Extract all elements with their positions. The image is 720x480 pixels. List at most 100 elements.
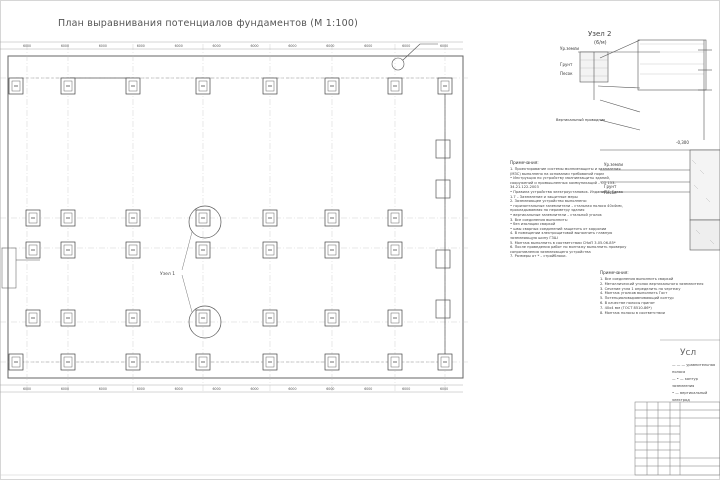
- foundation-pad: [60, 241, 76, 259]
- foundation-pad: [324, 77, 340, 95]
- dimension-text: 6000: [61, 387, 69, 391]
- foundation-pad: [262, 241, 278, 259]
- note2-item: 7. 40х4 мм (ГОСТ 8510-86*): [600, 305, 652, 310]
- dimension-text: 6000: [137, 44, 145, 48]
- note-item: • Инструкция по устройству молниезащиты …: [510, 176, 616, 190]
- top-dimension-chain: [0, 41, 463, 50]
- dimension-text: 6000: [364, 44, 372, 48]
- foundation-pad: [60, 353, 76, 371]
- dimension-text: 6000: [23, 44, 31, 48]
- note-item: • вертикальные заземлители – стальной уг…: [510, 212, 602, 217]
- sand-label-2: Песок: [604, 190, 617, 195]
- foundation-pad: [324, 241, 340, 259]
- note-item: 5. Монтаж выполнить в соответствии СНиП …: [510, 240, 616, 245]
- foundation-pad: [125, 77, 141, 95]
- elevation-label: -0,300: [676, 140, 689, 145]
- note2-item: 4. Монтаж уголков выполнить Гост: [600, 291, 668, 296]
- foundation-pad: [195, 241, 211, 259]
- foundation-pad: [387, 77, 403, 95]
- foundation-pad: [324, 209, 340, 227]
- left-tag: [1, 247, 40, 289]
- ground-label-2: Грунт: [604, 184, 617, 189]
- node2-detail: [578, 39, 712, 140]
- dimension-text: 6000: [402, 44, 410, 48]
- note-item: • Правила устройства электроустановок. И…: [510, 189, 623, 199]
- foundation-pad: [25, 309, 41, 327]
- dimension-text: 6000: [99, 44, 107, 48]
- note-item: • горизонтальные заземлители – стальная …: [510, 203, 623, 213]
- ground-label: Грунт: [560, 62, 573, 67]
- foundation-pad: [125, 353, 141, 371]
- dimension-text: 6000: [288, 44, 296, 48]
- dimension-text: 6000: [250, 387, 258, 391]
- foundation-pad: [195, 77, 211, 95]
- foundation-pad: [437, 353, 453, 371]
- foundation-pad: [25, 209, 41, 227]
- dimension-text: 6000: [250, 44, 258, 48]
- note-item: 3. Все соединения выполнить:: [510, 217, 569, 222]
- legend-title: Усл: [680, 348, 697, 358]
- legend-item: — — — уравнительная полоса: [672, 363, 716, 374]
- bottom-dimension-chain: [0, 384, 463, 393]
- dimension-text: 6000: [137, 387, 145, 391]
- foundation-pad: [195, 209, 211, 227]
- dimension-text: 6000: [326, 44, 334, 48]
- note-item: 7. Размеры от * – стройблоки.: [510, 254, 567, 259]
- foundation-pad: [262, 353, 278, 371]
- foundation-pad: [25, 241, 41, 259]
- foundation-pad: [60, 309, 76, 327]
- notes2-heading: Примечания:: [600, 270, 629, 275]
- note-item: 2. Заземляющее устройство выполнено:: [510, 199, 588, 204]
- dimension-text: 6000: [175, 44, 183, 48]
- notes-heading: Примечания:: [510, 160, 539, 165]
- callout-circles: [181, 205, 222, 339]
- legend-item: — • — контур заземления: [672, 377, 698, 388]
- dimension-text: 6000: [364, 387, 372, 391]
- foundation-pad: [387, 309, 403, 327]
- foundation-pad: [60, 209, 76, 227]
- foundation-pad: [262, 309, 278, 327]
- zero-mark-label-2: Ур.земли: [604, 162, 624, 167]
- foundation-pad: [125, 309, 141, 327]
- foundation-pad: [387, 209, 403, 227]
- node2-callout: [391, 43, 438, 71]
- note2-item: 1. Все соединения выполнить сваркой: [600, 277, 674, 281]
- foundation-pad: [262, 77, 278, 95]
- dimension-texts: 6000 6000 6000 6000 6000 6000 6000 6000 6000 6000…: [23, 44, 448, 391]
- callout-label: Узел 1: [160, 272, 176, 277]
- dimension-text: 6000: [326, 387, 334, 391]
- note-item: 4. В помещении электрощитовой выполнить …: [510, 231, 613, 240]
- note2-item: 2. Металлический уголок вертикального за…: [600, 281, 704, 286]
- foundation-pad: [60, 77, 76, 95]
- dimension-text: 6000: [23, 387, 31, 391]
- dimension-text: 6000: [175, 387, 183, 391]
- equipotential-lines: [16, 77, 446, 370]
- rebar-note: Вертикальный проводник: [556, 118, 606, 122]
- foundation-pad: [195, 353, 211, 371]
- building-outline: [7, 55, 464, 379]
- note2-item: 3. Сечение узла 1 определить по чертежу: [600, 286, 681, 291]
- dimension-text: 6000: [288, 387, 296, 391]
- foundation-pad: [125, 241, 141, 259]
- note-item: 1. Проектирование системы молниезащиты и…: [510, 167, 621, 176]
- foundation-pad: [8, 353, 24, 371]
- note2-item: 5. Потенциаловыравнивающий контур: [600, 296, 674, 301]
- note-item: • швы сварных соединений защитить от кор…: [510, 226, 607, 231]
- sand-label: Песок: [560, 71, 573, 76]
- section-detail: [600, 149, 720, 251]
- note-item: • без изоляции сваркой: [510, 222, 556, 227]
- dimension-text: 6000: [440, 44, 448, 48]
- foundation-pad: [262, 209, 278, 227]
- dimension-text: 6000: [99, 387, 107, 391]
- foundation-pad: [387, 353, 403, 371]
- foundation-pads: [8, 77, 453, 371]
- foundation-pad: [8, 77, 24, 95]
- note2-item: 6. В качестве полосы принят: [600, 300, 655, 305]
- right-wall-pads: [435, 139, 451, 319]
- foundation-pad: [387, 241, 403, 259]
- note2-item: 8. Монтаж полосы в соответствии: [600, 310, 665, 315]
- foundation-pad: [437, 77, 453, 95]
- foundation-pad: [125, 209, 141, 227]
